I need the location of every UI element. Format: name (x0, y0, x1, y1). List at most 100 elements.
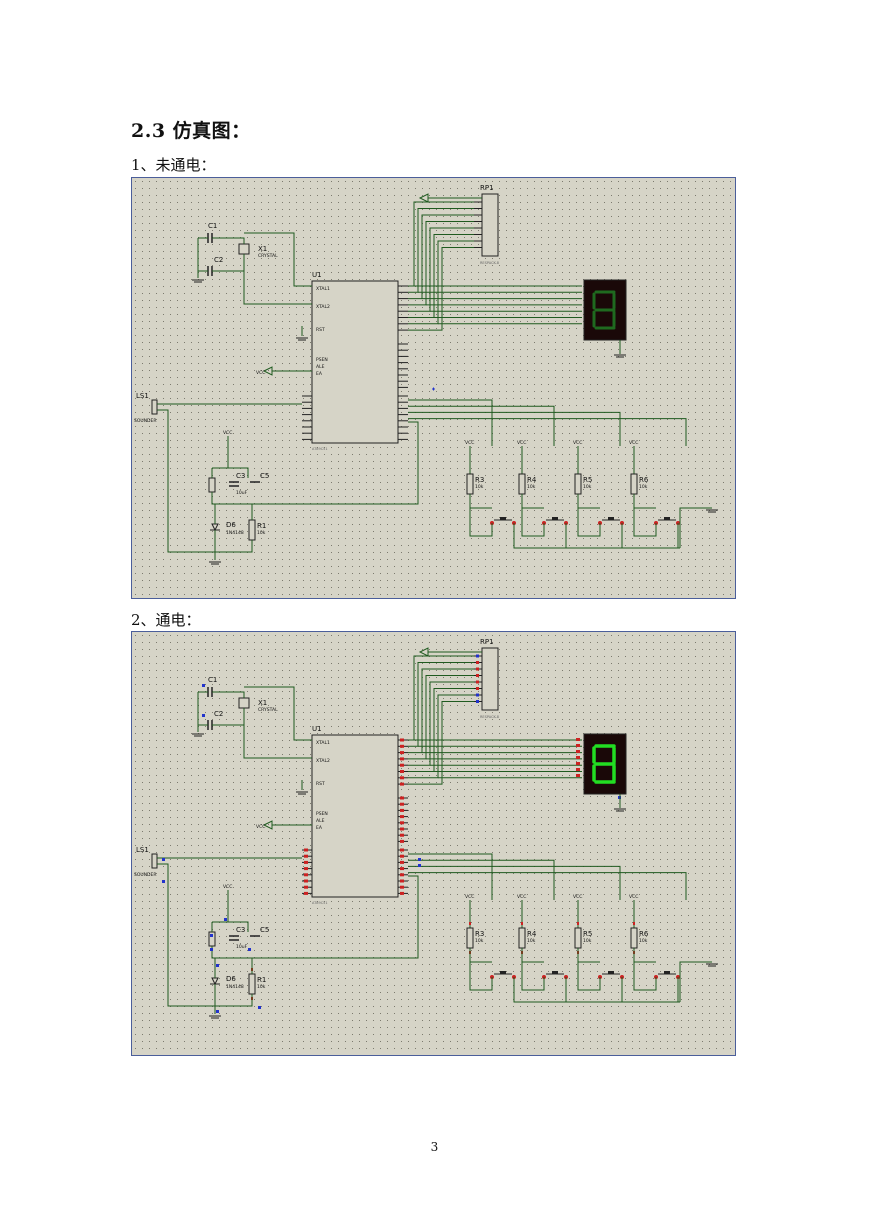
diode-type: 1N4148 (226, 530, 244, 536)
crystal-label: X1 (258, 245, 267, 253)
capacitor-label: C5 (260, 926, 269, 934)
pin-state (400, 744, 404, 748)
pin-label: RST (316, 327, 325, 333)
resistor-value: 10k (583, 938, 592, 944)
wire (469, 494, 493, 537)
vcc-label: VCC (573, 894, 582, 900)
button-cap (500, 517, 506, 520)
button-cap (608, 517, 614, 520)
crystal (238, 243, 250, 255)
buzzer-icon (151, 853, 158, 869)
resistor-label: R1 (257, 522, 266, 530)
pin-state (400, 757, 404, 761)
pin-state (418, 858, 421, 861)
resistor-value: 10k (527, 938, 536, 944)
reset-switch (208, 477, 216, 493)
pin-state (400, 770, 404, 773)
pin-label: XTAL2 (316, 758, 330, 764)
wire (577, 494, 601, 537)
pin-state (400, 827, 404, 831)
pin-state (304, 879, 308, 883)
capacitor-label: C3 (236, 472, 245, 480)
resistor-label: R4 (527, 476, 537, 484)
diode-type: 1N4148 (226, 984, 244, 990)
capacitor-label: C5 (260, 472, 269, 480)
respack-type: RESPACK-8 (480, 715, 499, 719)
resistor-value: 10k (639, 484, 648, 490)
pin-label: XTAL1 (316, 286, 330, 292)
pin-state (476, 687, 479, 690)
button-cap (608, 971, 614, 974)
wire (633, 948, 657, 991)
resistor-value: 10k (527, 484, 536, 490)
pin-state (476, 680, 479, 684)
wire (521, 948, 545, 991)
wire (248, 421, 419, 505)
schematic-unpowered-drawing: RP1RESPACK-8U1XTAL1XTAL2RSTPSENALEEAAT89… (132, 178, 735, 598)
mcu-body (311, 734, 399, 898)
pin-state (258, 1006, 261, 1009)
pin-state (248, 948, 251, 951)
wire (408, 688, 474, 772)
buzzer-icon (151, 399, 158, 415)
pin-label: XTAL2 (316, 304, 330, 310)
caption-unpowered: 1、未通电： (131, 156, 216, 174)
pin-state (400, 751, 404, 755)
digit-zero-segments (592, 290, 616, 330)
buzzer-label: LS1 (136, 392, 149, 400)
wire (408, 411, 621, 446)
wire (621, 977, 680, 1003)
wire (408, 865, 621, 900)
pin-state (400, 854, 404, 858)
resistor-value: 10k (257, 984, 266, 990)
pin-state (400, 885, 404, 889)
section-heading: 2.3 仿真图： (131, 120, 251, 142)
vcc-label: VCC (223, 430, 232, 436)
pin-state (521, 922, 523, 925)
wire (408, 853, 493, 900)
vcc-label: VCC (256, 370, 265, 376)
mcu-body (311, 280, 399, 444)
pin-state (400, 821, 404, 825)
chip-type: AT89C51 (312, 901, 328, 905)
crystal-type: CRYSTAL (258, 253, 278, 259)
pin-label: PSEN (316, 357, 328, 363)
pin-state (162, 880, 165, 883)
wire (212, 467, 249, 478)
pin-state (400, 763, 404, 767)
vcc-label: VCC (465, 440, 474, 446)
button-cap (664, 971, 670, 974)
buzzer-type: SOUNDER (134, 872, 157, 878)
pin-state (216, 964, 219, 967)
chip-type: AT89C51 (312, 447, 328, 451)
wire (243, 725, 312, 759)
digit-zero-segments (592, 744, 616, 784)
crystal (238, 697, 250, 709)
resistor (248, 973, 256, 995)
pin-state (400, 873, 404, 877)
wire (621, 523, 680, 549)
resistor-value: 10k (257, 530, 266, 536)
capacitor-label: C1 (208, 222, 217, 230)
pin-state (576, 738, 580, 741)
pin-state (304, 860, 308, 864)
capacitor-value: 10uF (236, 490, 248, 496)
pin-state (400, 848, 404, 852)
buzzer-type: SOUNDER (134, 418, 157, 424)
wire (244, 686, 312, 741)
wire (679, 961, 712, 1002)
pin-state (418, 864, 421, 867)
pin-state (400, 802, 404, 806)
wire (469, 948, 493, 991)
pin-state (216, 1010, 219, 1013)
pin-state (400, 796, 404, 800)
wire (677, 523, 680, 549)
diode-label: D6 (226, 975, 236, 983)
pin-state (400, 815, 404, 819)
respack-type: RESPACK-8 (480, 261, 499, 265)
wire (408, 405, 555, 446)
wire (211, 492, 248, 505)
button-cap (664, 517, 670, 520)
pin-state (576, 762, 580, 765)
